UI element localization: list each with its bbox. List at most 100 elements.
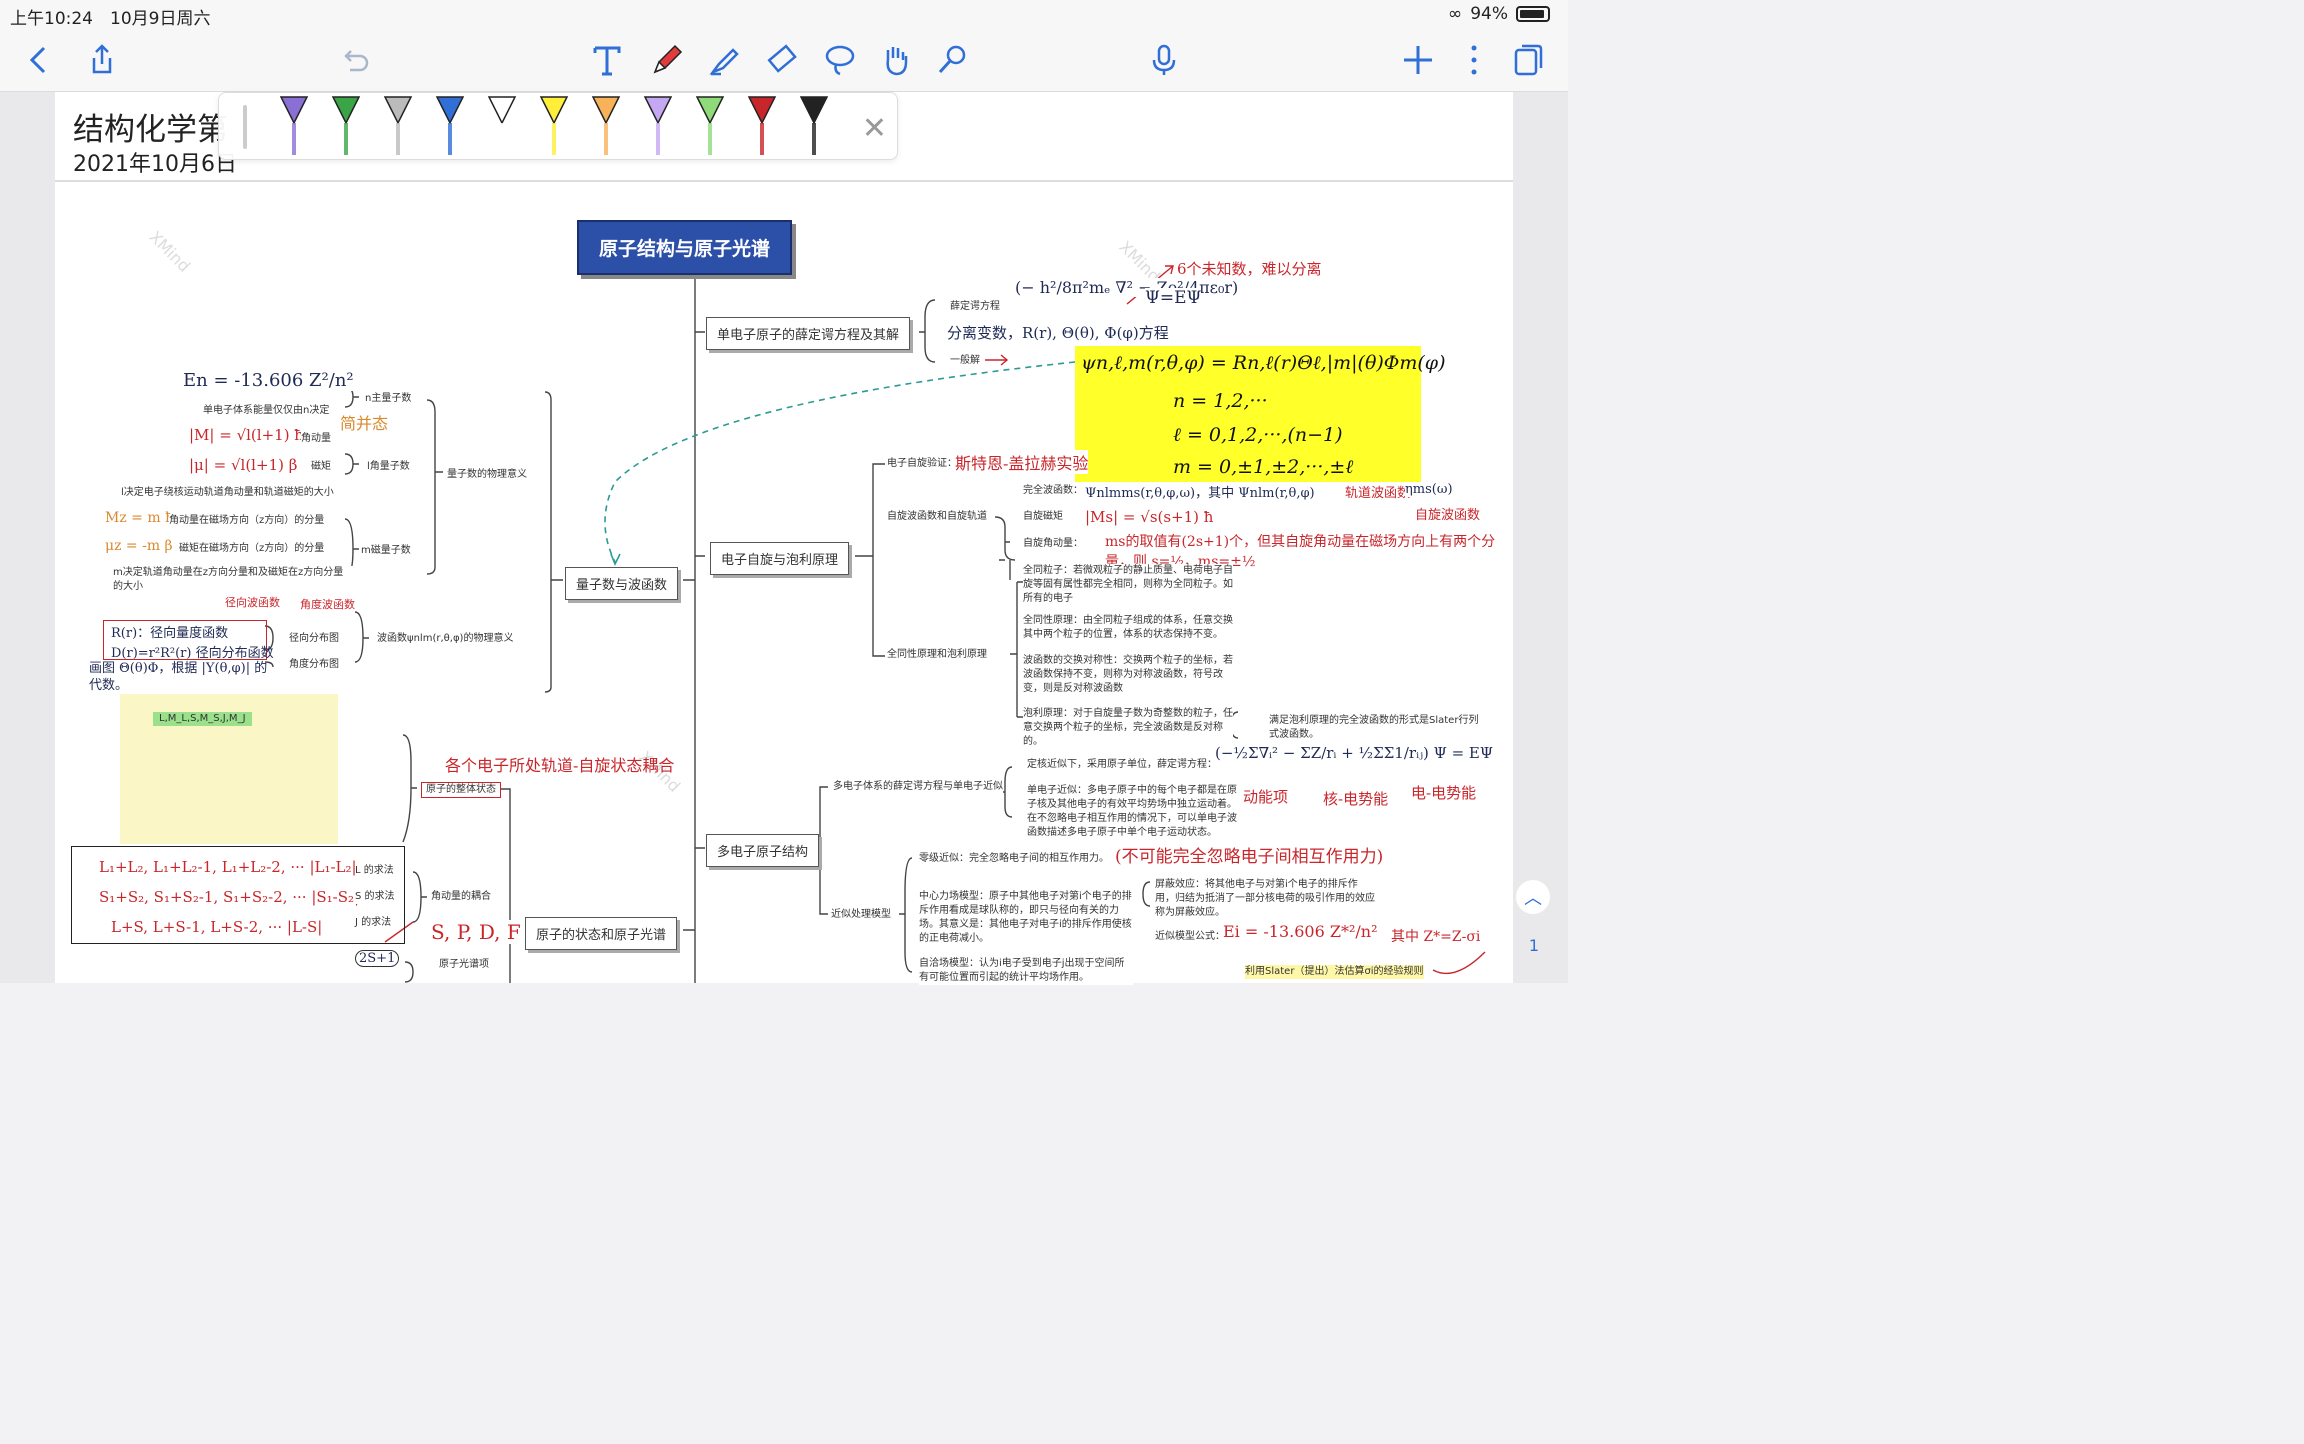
l-coupling-formula: L₁+L₂, L₁+L₂-1, L₁+L₂-2, ··· |L₁-L₂|: [99, 858, 357, 876]
note-nuclear-potential: 核-电势能: [1323, 788, 1389, 809]
coupled-quantum-numbers: L,M_L,S,M_S,J,M_J: [153, 712, 252, 726]
note-date: 2021年10月6日: [73, 152, 237, 177]
schrodinger-equation-label: 薛定谔方程: [950, 300, 1000, 314]
canvas-margin-left: [0, 92, 55, 983]
full-wavefunction-label: 完全波函数：: [1023, 484, 1083, 498]
connector-lines: [264, 265, 1486, 983]
note-orbital-wavefunction: 轨道波函数: [1345, 482, 1411, 501]
lasso-icon[interactable]: [820, 40, 860, 80]
l-desc: l决定电子绕核运动轨道角动量和轨道磁矩的大小: [121, 486, 334, 500]
spin-moment-formula: |Ms| = √s(s+1) ħ: [1085, 508, 1214, 526]
hand-icon[interactable]: [876, 40, 916, 80]
eraser-icon[interactable]: [762, 40, 802, 80]
pen-swatch[interactable]: [797, 95, 831, 157]
more-icon[interactable]: [1454, 40, 1494, 80]
j-coupling-formula: L+S, L+S-1, L+S-2, ··· |L-S|: [111, 918, 323, 936]
note-cannot-ignore: (不可能完全忽略电子间相互作用力): [1115, 842, 1384, 867]
pen-tool-icon[interactable]: [647, 40, 687, 80]
spectral-term-label: 原子光谱项: [439, 958, 489, 972]
note-electron-potential: 电-电势能: [1411, 782, 1477, 803]
s-coupling-formula: S₁+S₂, S₁+S₂-1, S₁+S₂-2, ··· |S₁-S₂|: [99, 888, 360, 906]
energy-desc: 单电子体系能量仅仅由n决定: [203, 404, 330, 418]
note-title[interactable]: 结构化学第: [73, 112, 228, 148]
multi-electron-eq-label: 多电子体系的薛定谔方程与单电子近似: [833, 780, 1003, 794]
magnetic-moment-formula: |μ| = √l(l+1) β: [189, 456, 298, 474]
single-electron-approx-text: 单电子近似：多电子原子中的每个电子都是在原子核及其他电子的有效平均势场中独立运动…: [1027, 784, 1237, 840]
back-icon[interactable]: [18, 40, 58, 80]
root-node[interactable]: 原子结构与原子光谱: [577, 220, 793, 275]
status-time: 上午10:24: [10, 9, 93, 29]
multiplicity-label: 2S+1: [355, 950, 400, 967]
radial-function-box: [103, 620, 267, 660]
note-orbital-spin-coupling: 各个电子所处轨道-自旋状态耦合: [445, 756, 675, 775]
pen-swatch[interactable]: [329, 95, 363, 157]
note-effective-charge: 其中 Z*=Z-σi: [1391, 926, 1481, 946]
mz-formula: Mz = m ħ: [105, 510, 175, 526]
exchange-symmetry-text: 波函数的交换对称性：交换两个粒子的坐标，若波函数保持不变，则称为对称波函数，符号…: [1023, 654, 1233, 696]
m-desc: m决定轨道角动量在z方向分量和及磁矩在z方向分量的大小: [113, 566, 353, 594]
mz-desc: 角动量在磁场方向（z方向）的分量: [169, 514, 325, 528]
eigen-equation: Ψ=EΨ: [1145, 288, 1202, 308]
note-radial-wavefunction: 径向波函数: [225, 594, 280, 610]
palette-grip[interactable]: [243, 105, 247, 149]
pen-swatch[interactable]: [693, 95, 727, 157]
highlighter-icon[interactable]: [705, 40, 745, 80]
identity-principle-text: 全同性原理：由全同粒子组成的体系，任意交换其中两个粒子的位置，体系的状态保持不变…: [1023, 614, 1233, 642]
add-icon[interactable]: [1398, 40, 1438, 80]
battery-icon: [1516, 6, 1550, 22]
self-consistent-text: 自洽场模型：认为i电子受到电子j出现于空间所有可能位置而引起的统计平均场作用。: [919, 957, 1133, 985]
pen-swatch[interactable]: [745, 95, 779, 157]
undo-icon[interactable]: [334, 40, 374, 80]
branch-schrodinger[interactable]: 单电子原子的薛定谔方程及其解: [706, 317, 911, 350]
pen-swatch[interactable]: [485, 95, 519, 157]
quantum-phys-meaning-label: 量子数的物理意义: [447, 468, 527, 482]
identity-principle-label: 全同性原理和泡利原理: [887, 648, 987, 662]
l-range: ℓ = 0,1,2,···,(n−1): [1173, 424, 1343, 446]
m-quantum-label: m磁量子数: [361, 544, 411, 558]
spin-angular-label: 自旋角动量：: [1023, 537, 1083, 551]
uz-formula: μz = -m β: [105, 538, 173, 554]
branch-quantum-numbers[interactable]: 量子数与波函数: [565, 567, 679, 600]
full-wavefunction-formula: Ψnlmms(r,θ,φ,ω)，其中 Ψnlm(r,θ,φ): [1085, 482, 1315, 501]
fixed-nucleus-text: 定核近似下，采用原子单位，薛定谔方程：: [1027, 758, 1217, 772]
j-rule-label: J 的求法: [355, 916, 392, 930]
page-number: 1: [1528, 936, 1540, 955]
pen-swatch[interactable]: [537, 95, 571, 157]
share-icon[interactable]: [82, 40, 122, 80]
note-separation: 分离变数，R(r), Θ(θ), Φ(φ)方程: [947, 322, 1169, 343]
pen-swatch[interactable]: [277, 95, 311, 157]
atom-state-label: 原子的整体状态: [421, 782, 501, 798]
spin-magnetic-label: 自旋磁矩: [1023, 510, 1063, 524]
general-solution-label: 一般解: [950, 354, 980, 368]
pen-palette: ✕: [218, 92, 898, 160]
microphone-icon[interactable]: [1144, 40, 1184, 80]
branch-atomic-spectra[interactable]: 原子的状态和原子光谱: [525, 917, 678, 950]
coupling-rules-box: [71, 846, 405, 944]
magnetic-moment-label: 磁矩: [311, 460, 331, 474]
pen-swatch[interactable]: [433, 95, 467, 157]
pen-swatch[interactable]: [641, 95, 675, 157]
link-icon: ∞: [1448, 4, 1463, 24]
slater-rule-note: 利用Slater（提出）法估算σi的经验规则: [1245, 965, 1424, 979]
close-icon[interactable]: ✕: [861, 111, 887, 146]
pages-icon[interactable]: [1508, 40, 1548, 80]
laser-pointer-icon[interactable]: [932, 40, 972, 80]
battery-percent: 94%: [1470, 4, 1508, 24]
n-range: n = 1,2,···: [1173, 390, 1268, 412]
m-range: m = 0,±1,±2,···,±ℓ: [1173, 456, 1354, 478]
branch-multi-electron[interactable]: 多电子原子结构: [706, 834, 820, 867]
branch-spin-pauli[interactable]: 电子自旋与泡利原理: [710, 542, 850, 575]
identical-particles-text: 全同粒子：若微观粒子的静止质量、电荷电子自旋等固有属性都完全相同，则称为全同粒子…: [1023, 564, 1233, 606]
page-nav: ︿ 1: [1516, 880, 1552, 980]
pen-swatch[interactable]: [381, 95, 415, 157]
spin-verify-label: 电子自旋验证：: [887, 457, 957, 471]
radial-distribution-note: D(r)=r²R²(r) 径向分布函数: [111, 646, 274, 661]
pen-swatch[interactable]: [589, 95, 623, 157]
title-divider: [55, 180, 1513, 182]
approx-model-label: 近似处理模型: [831, 908, 891, 922]
shielding-effect-text: 屏蔽效应：将其他电子与对第i个电子的排斥作用，归结为抵消了一部分核电荷的吸引作用…: [1155, 878, 1375, 920]
spin-orbital-label: 自旋波函数和自旋轨道: [887, 510, 987, 524]
schrodinger-formula: (− h²/8π²mₑ ∇² − Ze²/4πε₀r): [1015, 278, 1239, 297]
chevron-up-icon[interactable]: ︿: [1516, 880, 1550, 914]
text-tool-icon[interactable]: [587, 40, 627, 80]
